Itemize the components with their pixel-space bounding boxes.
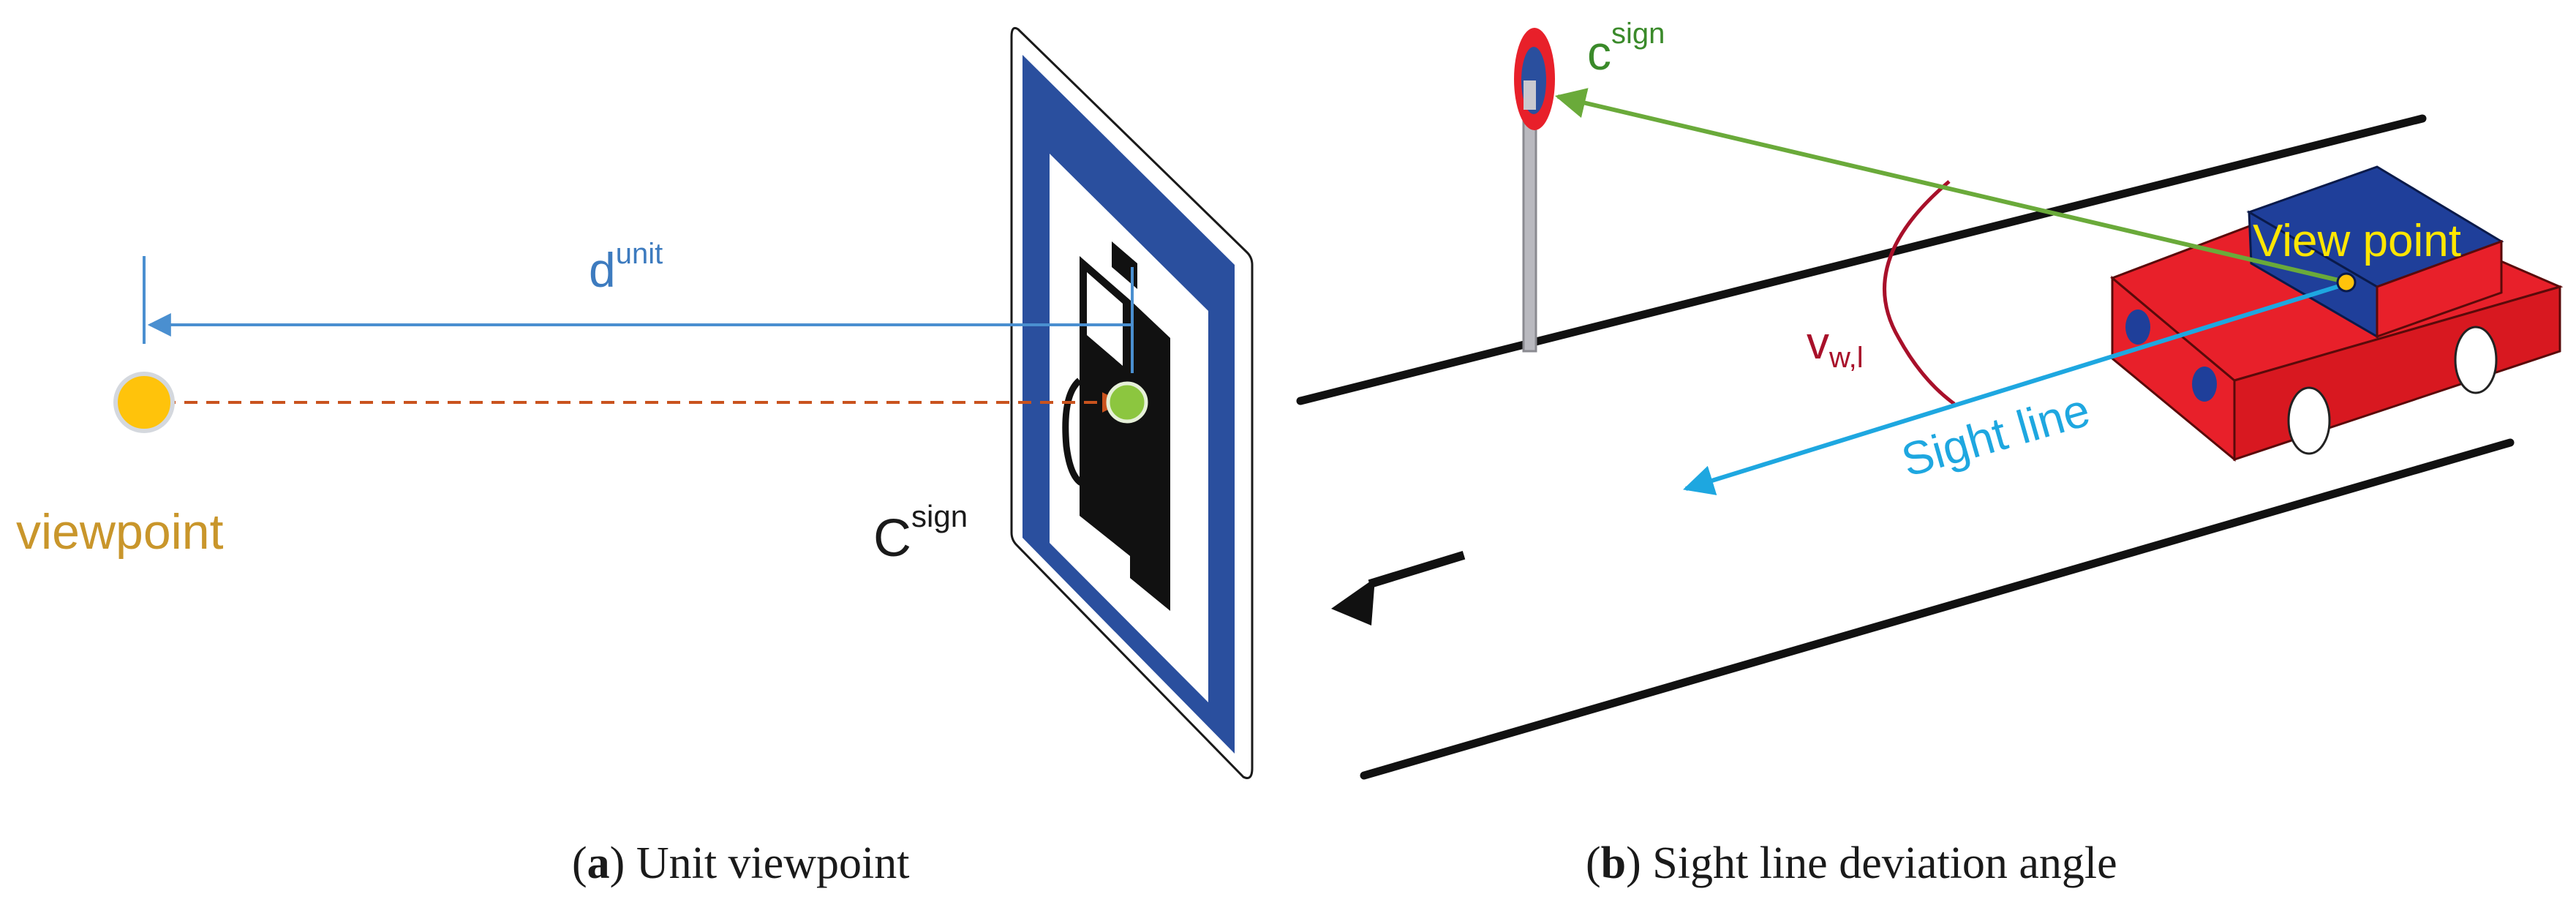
sign-center-label-b: csign xyxy=(1587,18,1665,80)
caption-b: (b) Sight line deviation angle xyxy=(1586,838,2117,888)
caption-a: (a) Unit viewpoint xyxy=(572,838,910,888)
deviation-angle-label: vw,l xyxy=(1807,318,1864,374)
car-icon xyxy=(2110,165,2564,462)
distance-label: dunit xyxy=(589,238,663,297)
sign-center-dot xyxy=(1106,381,1148,424)
viewpoint-dot xyxy=(113,372,175,433)
car-viewpoint-dot xyxy=(2336,272,2357,293)
viewpoint-to-sign-arrow xyxy=(1554,88,2349,285)
arrow-left-icon xyxy=(1331,550,1466,626)
sight-line-label: Sight line xyxy=(1896,383,2095,487)
road-edge-top xyxy=(1296,114,2427,405)
panel-b-sight-line-deviation: csign View point vw,l Sight line (b) Sig… xyxy=(1296,18,2564,888)
viewpoint-label: viewpoint xyxy=(16,504,224,560)
road-edge-bottom xyxy=(1360,438,2515,780)
view-point-label: View point xyxy=(2253,216,2461,266)
sign-center-label: Csign xyxy=(873,499,968,568)
roadside-sign-pole xyxy=(1514,28,1555,353)
panel-a-unit-viewpoint: dunit viewpoint Csign (a) Unit viewpoint xyxy=(16,26,1254,888)
sight-line-arrow xyxy=(1682,282,2347,495)
deviation-angle-arc xyxy=(1883,180,1956,406)
